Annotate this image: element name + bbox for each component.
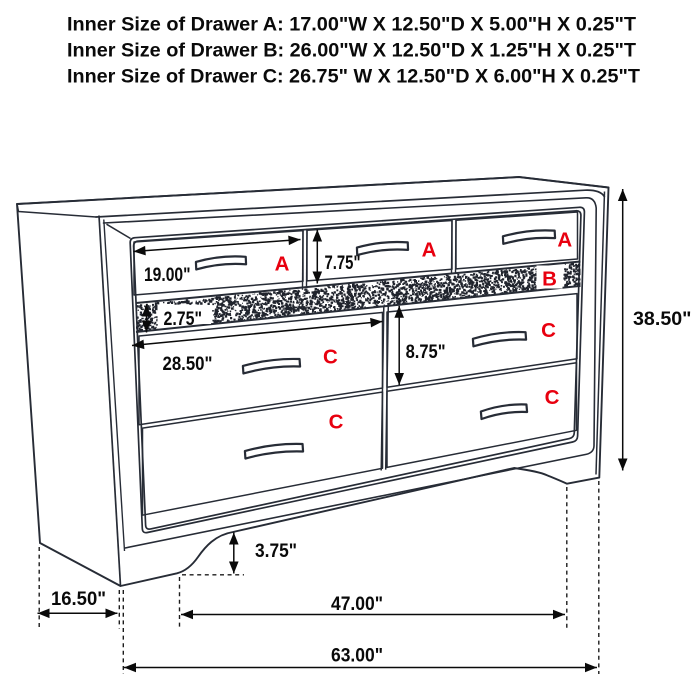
svg-text:28.50": 28.50" — [163, 354, 213, 375]
svg-text:63.00": 63.00" — [331, 646, 383, 667]
svg-text:Inner Size of Drawer C: 26.75": Inner Size of Drawer C: 26.75" W X 12.50… — [67, 66, 640, 88]
svg-text:47.00": 47.00" — [331, 594, 383, 615]
svg-text:C: C — [323, 345, 338, 368]
svg-text:A: A — [422, 238, 437, 261]
svg-text:C: C — [545, 386, 560, 409]
svg-text:A: A — [275, 252, 290, 275]
svg-text:Inner Size of Drawer B: 26.00": Inner Size of Drawer B: 26.00"W X 12.50"… — [67, 40, 636, 62]
svg-text:2.75": 2.75" — [164, 309, 203, 330]
svg-text:3.75": 3.75" — [255, 541, 297, 562]
svg-text:A: A — [557, 228, 572, 251]
svg-text:38.50": 38.50" — [633, 309, 692, 330]
svg-text:7.75": 7.75" — [325, 253, 361, 274]
svg-text:B: B — [542, 267, 557, 290]
svg-text:Inner Size of Drawer A: 17.00": Inner Size of Drawer A: 17.00"W X 12.50"… — [67, 14, 636, 36]
svg-text:16.50": 16.50" — [51, 589, 106, 610]
svg-text:19.00": 19.00" — [144, 265, 191, 286]
svg-text:C: C — [329, 410, 344, 433]
svg-text:C: C — [541, 319, 556, 342]
svg-text:8.75": 8.75" — [406, 342, 446, 363]
